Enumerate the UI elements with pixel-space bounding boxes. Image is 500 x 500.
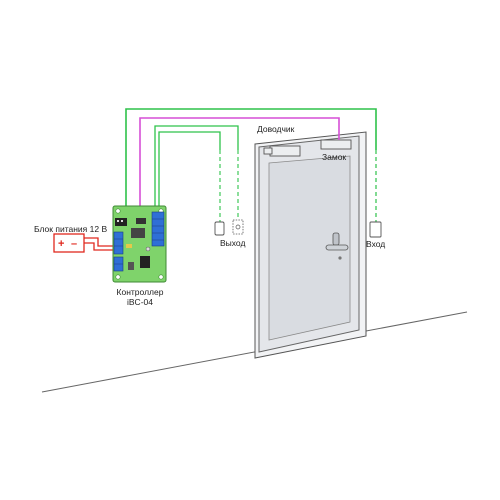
lock-label: Замок — [322, 152, 346, 162]
wire-exit-reader — [158, 131, 221, 206]
wire-entry-reader — [125, 108, 377, 206]
power-plus-label: + — [58, 238, 64, 250]
controller-label-line2: iBC-04 — [127, 297, 153, 307]
door-closer — [263, 145, 301, 157]
controller-right-terminals — [151, 211, 165, 247]
door-handle — [325, 232, 349, 260]
lock — [320, 139, 352, 150]
wire-exit-button — [154, 125, 239, 206]
wire-power-minus — [84, 242, 114, 251]
power-supply: + – — [53, 233, 85, 253]
door-panel — [268, 155, 351, 341]
door — [254, 131, 367, 359]
power-supply-label: Блок питания 12 В — [34, 224, 107, 234]
closer-label: Доводчик — [257, 124, 295, 134]
controller-left-terminals — [113, 231, 124, 272]
wire-lock — [139, 117, 340, 206]
exit-reader — [214, 221, 225, 236]
entry-reader — [369, 221, 382, 238]
exit-label: Выход — [220, 238, 245, 248]
power-minus-label: – — [71, 238, 77, 250]
controller-label-line1: Контроллер — [117, 287, 164, 297]
wire-power-plus — [84, 237, 114, 247]
exit-button — [232, 219, 244, 235]
controller-board — [112, 205, 167, 283]
entry-label: Вход — [366, 239, 385, 249]
